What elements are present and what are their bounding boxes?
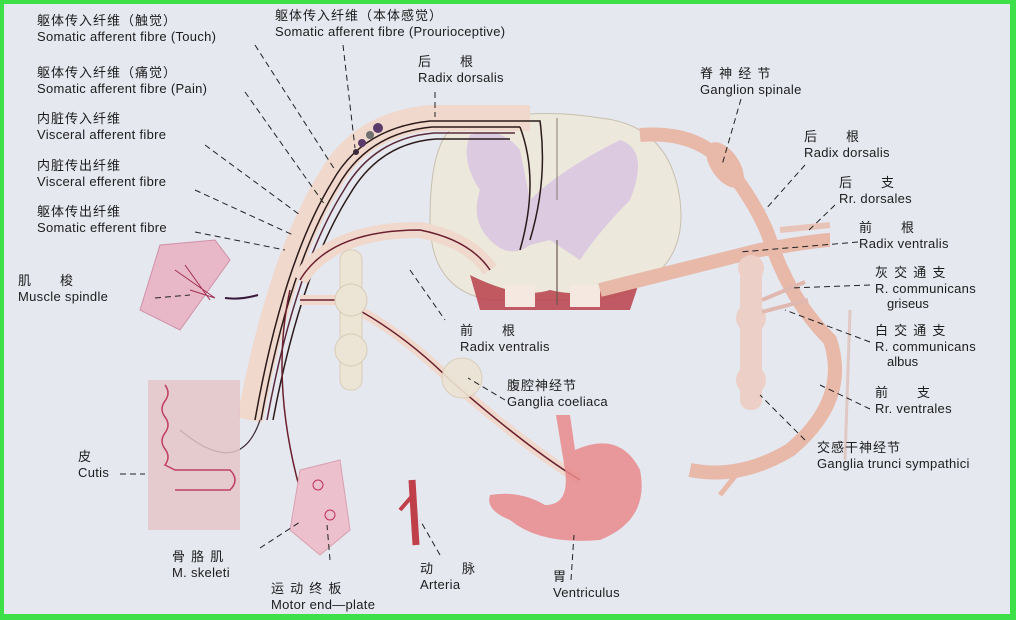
cutis-tissue xyxy=(148,380,240,530)
afferent-fibre-bundle xyxy=(237,105,544,423)
label-ganglia-trunci-sympathici: 交感干神经节 Ganglia trunci sympathici xyxy=(817,441,970,471)
muscle-spindle-tissue xyxy=(139,239,231,331)
label-visceral-efferent: 内脏传出纤维 Visceral efferent fibre xyxy=(37,159,167,189)
label-radix-dorsalis-top: 后 根 Radix dorsalis xyxy=(418,55,504,85)
label-somatic-afferent-proprio: 躯体传入纤维（本体感觉） Somatic afferent fibre (Pro… xyxy=(275,9,506,39)
label-cutis: 皮 Cutis xyxy=(78,450,110,480)
spinal-nerve-illustration xyxy=(120,44,871,581)
label-visceral-afferent: 内脏传入纤维 Visceral afferent fibre xyxy=(37,112,167,142)
label-somatic-afferent-pain: 躯体传入纤维（痛觉） Somatic afferent fibre (Pain) xyxy=(37,66,208,96)
label-radix-dorsalis-right: 后 根 Radix dorsalis xyxy=(804,130,890,160)
label-radix-ventralis-center: 前 根 Radix ventralis xyxy=(460,324,550,354)
label-rr-ventrales: 前 支 Rr. ventrales xyxy=(875,386,952,416)
diagram-frame: 躯体传入纤维（触觉） Somatic afferent fibre (Touch… xyxy=(4,4,1010,614)
leader-lines xyxy=(120,44,871,581)
central-sympathetic-chain xyxy=(334,249,483,399)
artery xyxy=(408,479,420,546)
stomach xyxy=(489,415,642,541)
label-r-communicans-griseus: 灰 交 通 支 R. communicans griseus xyxy=(875,266,977,311)
label-arteria: 动 脉 Arteria xyxy=(420,562,477,592)
label-ganglion-spinale: 脊 神 经 节 Ganglion spinale xyxy=(700,67,802,97)
label-radix-ventralis-right: 前 根 Radix ventralis xyxy=(859,221,949,251)
label-somatic-afferent-touch: 躯体传入纤维（触觉） Somatic afferent fibre (Touch… xyxy=(37,14,217,44)
label-r-communicans-albus: 白 交 通 支 R. communicans albus xyxy=(875,324,977,369)
label-somatic-efferent: 躯体传出纤维 Somatic efferent fibre xyxy=(37,205,167,235)
label-rr-dorsales: 后 支 Rr. dorsales xyxy=(839,176,912,206)
spinal-cord xyxy=(429,113,682,310)
label-ventriculus: 胃 Ventriculus xyxy=(553,570,620,600)
label-motor-end-plate: 运 动 终 板 Motor end—plate xyxy=(271,582,376,612)
label-muscle-spindle: 肌 梭 Muscle spindle xyxy=(18,274,109,304)
sympathetic-trunk-right xyxy=(736,255,809,410)
label-m-skeleti: 骨 胳 肌 M. skeleti xyxy=(172,550,230,580)
label-ganglia-coeliaca: 腹腔神经节 Ganglia coeliaca xyxy=(507,379,608,409)
skeletal-muscle-tissue xyxy=(289,459,351,556)
